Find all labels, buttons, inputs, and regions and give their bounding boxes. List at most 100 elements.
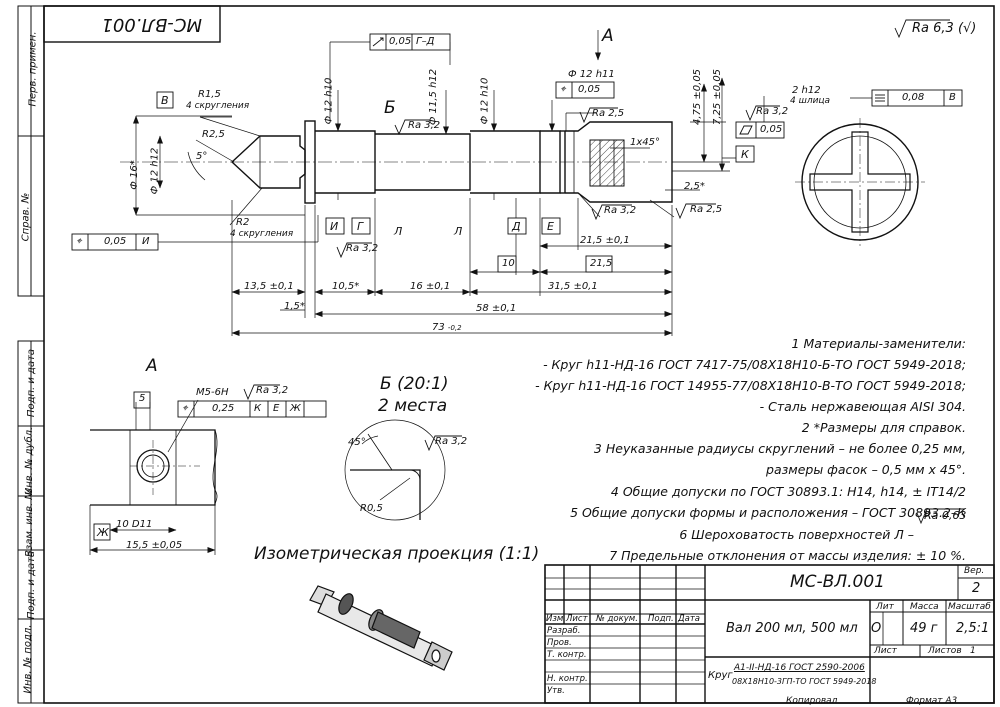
note-2: 2 *Размеры для справок. xyxy=(801,420,966,435)
side-label-6: Подп. и дата xyxy=(26,550,38,620)
tb-row-prov: Пров. xyxy=(547,638,572,648)
dim-phi16: Ф 16* xyxy=(128,160,140,190)
dim-13-5: 13,5 ±0,1 xyxy=(244,281,294,292)
ra-5: Ra 3,2 xyxy=(756,106,789,117)
dim-2-5: 2,5* xyxy=(684,181,705,192)
dim-1-5: 1,5* xyxy=(284,301,305,312)
general-roughness: Ra 6,3 (√) xyxy=(912,21,977,36)
view-a-title: А xyxy=(146,356,158,376)
tb-material-prefix: Круг xyxy=(708,670,733,681)
frame xyxy=(17,5,995,704)
base-g: Г xyxy=(357,220,364,233)
dim-10d11: 10 D11 xyxy=(116,519,153,530)
tb-col-sign: Подп. xyxy=(648,614,674,624)
base-zh: Ж xyxy=(97,526,109,539)
dim-r2-note: 4 скругления xyxy=(230,229,294,239)
note-1: 1 Материалы-заменители: xyxy=(791,336,966,351)
base-d: Д xyxy=(512,220,521,233)
ra-7: Ra 3,2 xyxy=(256,385,289,396)
dim-m5: M5-6H xyxy=(196,387,229,398)
tb-material-bottom: 08Х18Н10-3ГП-ТО ГОСТ 5949-2018 xyxy=(732,677,877,686)
dim-7-25: 7,25 ±0,05 xyxy=(712,68,724,126)
view-a xyxy=(89,399,218,555)
detail-b xyxy=(344,419,446,521)
tb-row-tkontr: Т. контр. xyxy=(547,650,587,660)
tb-lit-value: О xyxy=(871,621,882,636)
dim-phi12-left: Ф 12 h12 xyxy=(149,147,161,195)
side-label-4: Инв. № дубл. xyxy=(24,426,36,496)
ra-8: Ra 3,2 xyxy=(435,436,468,447)
dim-a5: 5 xyxy=(139,393,146,404)
shaft-main-view xyxy=(120,120,673,204)
tb-mass-label: Масса xyxy=(910,602,939,612)
tb-material-top: А1-II-НД-16 ГОСТ 2590-2006 xyxy=(734,663,865,673)
dim-1x45: 1x45° xyxy=(630,137,661,148)
tb-scale-value: 2,5:1 xyxy=(956,621,990,636)
note-7: 7 Предельные отклонения от массы изделия… xyxy=(609,548,966,563)
base-boxes xyxy=(93,91,755,541)
dim-58: 58 ±0,1 xyxy=(476,303,517,314)
frame-sym-val: 0,08 xyxy=(902,92,925,103)
isometric-view xyxy=(309,585,453,671)
base-i: И xyxy=(330,220,339,233)
base-l-2: Л xyxy=(454,225,463,238)
dim-15-5: 15,5 ±0,05 xyxy=(126,540,183,551)
base-k: К xyxy=(741,148,749,161)
tb-copied: Копировал xyxy=(786,696,838,706)
side-label-5: Взам. инв. № xyxy=(23,489,35,557)
note-6: 6 Шероховатость поверхностей Л – xyxy=(679,527,914,542)
dim-4-slots: 4 шлица xyxy=(790,96,831,106)
tb-col-doc: № докум. xyxy=(596,614,638,624)
roughness-symbols xyxy=(243,19,964,525)
tb-sheet-label: Лист xyxy=(874,646,897,656)
detail-b-mark: Б xyxy=(384,98,396,118)
dim-phi12-h11: Ф 12 h11 xyxy=(568,69,615,80)
tolerance-frames xyxy=(71,33,963,418)
tb-lit-label: Лит xyxy=(876,602,894,612)
frame-pos-a-base-3: Ж xyxy=(290,403,301,414)
frame-par-val: 0,05 xyxy=(760,124,783,135)
frame-runout-base: Г–Д xyxy=(416,36,435,47)
dim-r1-5-note: 4 скругления xyxy=(186,101,250,111)
isometric-title: Изометрическая проекция (1:1) xyxy=(254,544,540,564)
ra-2: Ra 2,5 xyxy=(592,108,625,119)
frame-sym-base: В xyxy=(949,92,956,103)
tb-designation: МС-ВЛ.001 xyxy=(790,572,885,592)
frame-pos-b-val: 0,05 xyxy=(578,84,601,95)
tb-format: Формат А3 xyxy=(906,696,958,706)
frame-pos-b-sym: ⌖ xyxy=(560,84,566,95)
frame-pos-i-base: И xyxy=(142,236,150,247)
title-block-lines xyxy=(544,564,995,704)
tb-ver-value: 2 xyxy=(972,581,981,596)
ra-6: Ra 3,2 xyxy=(346,243,379,254)
tb-row-razrab: Разраб. xyxy=(547,626,581,636)
side-label-7: Инв. № подл. xyxy=(22,624,34,694)
tb-ver-label: Вер. xyxy=(964,566,985,576)
dim-73: 73 -0,2 xyxy=(432,322,462,333)
base-l-1: Л xyxy=(394,225,403,238)
tb-sheets-label: Листов xyxy=(928,646,962,656)
section-a-arrow: А xyxy=(602,26,614,46)
note-6-ra: Ra 0,63 xyxy=(924,509,967,522)
dim-21-5: 21,5 xyxy=(590,258,613,269)
note-1c: - Сталь нержавеющая AISI 304. xyxy=(759,399,966,414)
side-label-2: Справ. № xyxy=(20,192,32,242)
dim-angle-5: 5° xyxy=(196,151,208,162)
frame-runout-val: 0,05 xyxy=(389,36,412,47)
note-1a: - Круг h11-НД-16 ГОСТ 7417-75/08Х18Н10-Б… xyxy=(543,357,966,372)
base-e: Е xyxy=(547,220,554,233)
tb-col-list: Лист xyxy=(566,614,588,624)
note-5: 5 Общие допуски формы и расположения – Г… xyxy=(570,505,966,520)
tb-scale-label: Масштаб xyxy=(948,602,991,612)
tb-sheets-value: 1 xyxy=(970,646,976,656)
frame-pos-i-val: 0,05 xyxy=(104,236,127,247)
ra-3: Ra 3,2 xyxy=(604,205,637,216)
dim-10-5: 10,5* xyxy=(332,281,360,292)
note-3: 3 Неуказанные радиусы скруглений – не бо… xyxy=(593,441,966,456)
frame-pos-a-base-1: К xyxy=(254,403,262,414)
note-4: 4 Общие допуски по ГОСТ 30893.1: Н14, h1… xyxy=(610,484,966,499)
dim-b45: 45° xyxy=(348,437,366,448)
tb-mass-value: 49 г xyxy=(910,621,938,636)
